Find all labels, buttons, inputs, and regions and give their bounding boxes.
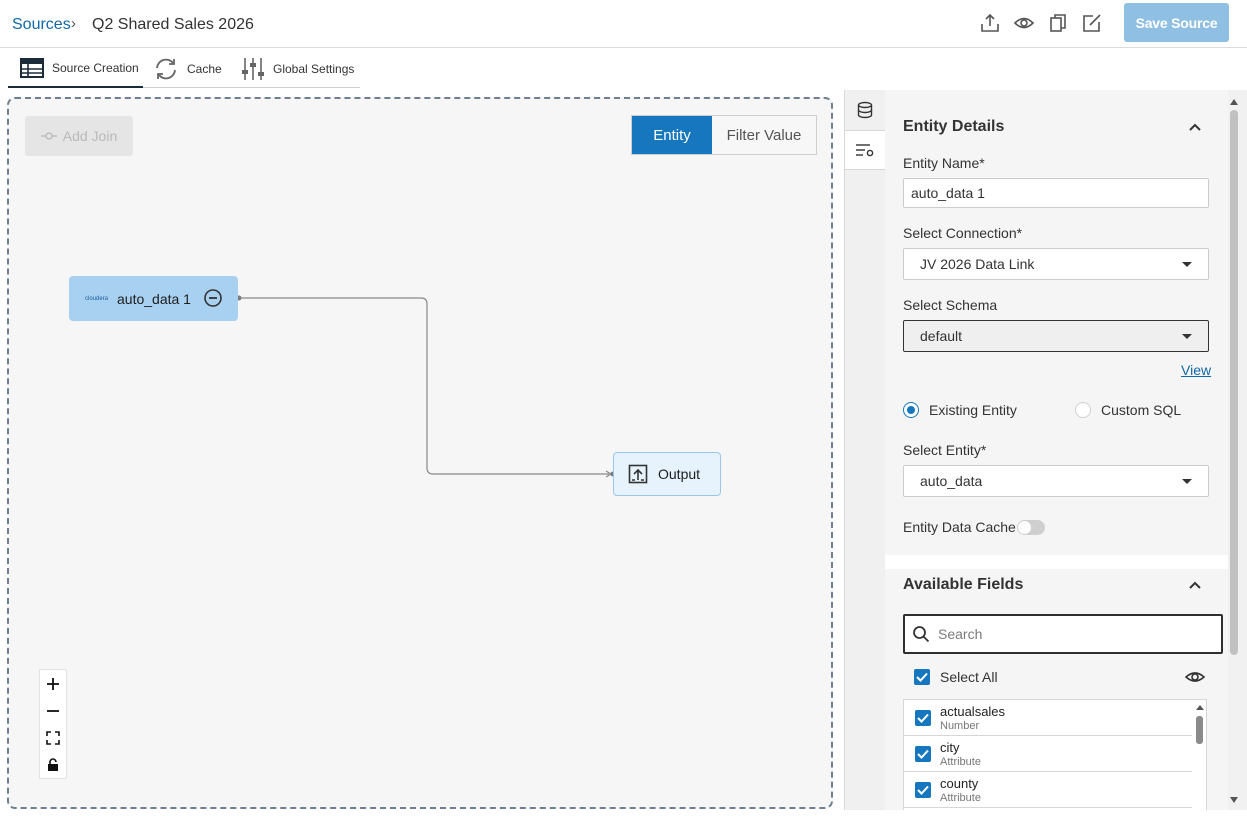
zoom-in-button[interactable] [40, 670, 66, 697]
rail-data-button[interactable] [845, 90, 885, 130]
breadcrumb-separator: › [71, 15, 76, 32]
field-row[interactable]: city Attribute [904, 736, 1192, 772]
search-icon [913, 626, 930, 643]
export-icon[interactable] [979, 12, 1001, 34]
lock-button[interactable] [40, 751, 66, 778]
copy-icon[interactable] [1047, 12, 1069, 34]
panel-rail [844, 90, 885, 810]
field-search-input[interactable] [938, 626, 1198, 642]
plus-icon [47, 677, 59, 690]
entity-data-cache-label: Entity Data Cache [903, 519, 1016, 535]
field-name: city [940, 740, 960, 755]
entity-filter-toggle: Entity Filter Value [631, 115, 817, 155]
source-tabs: Source Creation Cache Global Settings [8, 50, 360, 88]
field-checkbox[interactable] [915, 746, 931, 762]
field-checkbox[interactable] [915, 782, 931, 798]
database-icon [857, 101, 873, 119]
available-fields-list: actualsales Number city Attribute county… [903, 699, 1207, 810]
field-type: Attribute [940, 756, 981, 768]
page-title: Q2 Shared Sales 2026 [92, 16, 254, 33]
schema-value: default [920, 328, 963, 344]
field-row[interactable]: actualsales Number [904, 700, 1192, 736]
table-icon [20, 58, 44, 78]
field-checkbox[interactable] [915, 710, 931, 726]
select-entity-label: Select Entity* [903, 442, 987, 458]
edit-icon[interactable] [1081, 12, 1103, 34]
entity-toggle-button[interactable]: Entity [632, 116, 712, 154]
entity-name-input[interactable]: auto_data 1 [903, 178, 1209, 208]
panel-scrollbar[interactable] [1228, 90, 1247, 810]
entity-node[interactable]: cloudera auto_data 1 [69, 276, 238, 321]
tab-label: Cache [187, 62, 222, 76]
fit-view-button[interactable] [40, 724, 66, 751]
view-schema-link[interactable]: View [1181, 362, 1212, 378]
entity-details-panel: Entity Details Entity Name* auto_data 1 … [885, 90, 1228, 810]
available-fields-heading: Available Fields [903, 576, 1024, 593]
zoom-out-button[interactable] [40, 697, 66, 724]
connection-select[interactable]: JV 2026 Data Link [903, 248, 1209, 280]
entity-data-cache-toggle[interactable] [1017, 520, 1045, 535]
connection-label: Select Connection* [903, 225, 1023, 241]
tab-global-settings[interactable]: Global Settings [241, 50, 360, 88]
minus-icon [47, 709, 59, 712]
tab-label: Source Creation [52, 61, 139, 75]
chevron-down-icon [1182, 334, 1192, 339]
top-header: Sources › Q2 Shared Sales 2026 Save Sour… [0, 0, 1247, 48]
schema-label: Select Schema [903, 297, 998, 313]
field-row[interactable]: county Attribute [904, 772, 1192, 808]
connection-value: JV 2026 Data Link [920, 256, 1035, 272]
existing-entity-label: Existing Entity [929, 402, 1017, 418]
custom-sql-label: Custom SQL [1101, 402, 1182, 418]
rail-settings-button[interactable] [845, 130, 885, 170]
add-join-label: Add Join [62, 128, 118, 144]
output-node-label: Output [658, 466, 701, 482]
entity-node-label: auto_data 1 [117, 290, 191, 307]
field-name: actualsales [940, 704, 1006, 719]
filter-value-toggle-button[interactable]: Filter Value [712, 116, 816, 154]
entity-name-label: Entity Name* [903, 155, 985, 171]
field-type: Number [940, 720, 980, 732]
chevron-down-icon [1182, 479, 1192, 484]
tab-cache[interactable]: Cache [153, 50, 233, 88]
lock-icon [48, 757, 58, 771]
select-all-checkbox[interactable] [914, 669, 930, 685]
output-icon [628, 464, 648, 484]
fit-view-icon [46, 730, 60, 745]
preview-eye-icon[interactable] [1013, 12, 1035, 34]
tab-source-creation[interactable]: Source Creation [8, 50, 143, 88]
tab-label: Global Settings [273, 62, 355, 76]
output-node[interactable]: Output [613, 452, 721, 496]
existing-entity-radio[interactable] [903, 402, 919, 418]
join-icon [40, 132, 57, 140]
add-join-button[interactable]: Add Join [25, 116, 133, 156]
chevron-down-icon [1182, 262, 1192, 267]
entity-value: auto_data [920, 473, 983, 489]
field-search-box [903, 614, 1223, 654]
refresh-icon [156, 58, 176, 80]
list-settings-icon [856, 144, 874, 157]
toggle-visibility-eye-icon[interactable] [1184, 668, 1206, 691]
field-list-scrollbar[interactable] [1192, 700, 1206, 810]
collapse-available-fields-icon[interactable] [1187, 577, 1203, 593]
remove-entity-icon[interactable] [203, 288, 223, 308]
sliders-icon [242, 58, 264, 80]
panel-scrollbar-thumb[interactable] [1230, 110, 1238, 655]
zoom-controls [39, 669, 67, 779]
select-all-label: Select All [940, 669, 998, 685]
entity-select[interactable]: auto_data [903, 465, 1209, 497]
custom-sql-radio[interactable] [1075, 402, 1091, 418]
field-name: county [940, 776, 979, 791]
section-divider [885, 555, 1228, 569]
save-source-button[interactable]: Save Source [1124, 3, 1229, 42]
collapse-entity-details-icon[interactable] [1187, 119, 1203, 135]
schema-select[interactable]: default [903, 320, 1209, 352]
cloudera-logo: cloudera [85, 295, 109, 302]
field-type: Attribute [940, 792, 981, 804]
join-canvas[interactable]: Add Join Entity Filter Value cloudera au… [7, 97, 833, 809]
breadcrumb-sources-link[interactable]: Sources [12, 16, 71, 33]
entity-details-heading: Entity Details [903, 118, 1005, 135]
